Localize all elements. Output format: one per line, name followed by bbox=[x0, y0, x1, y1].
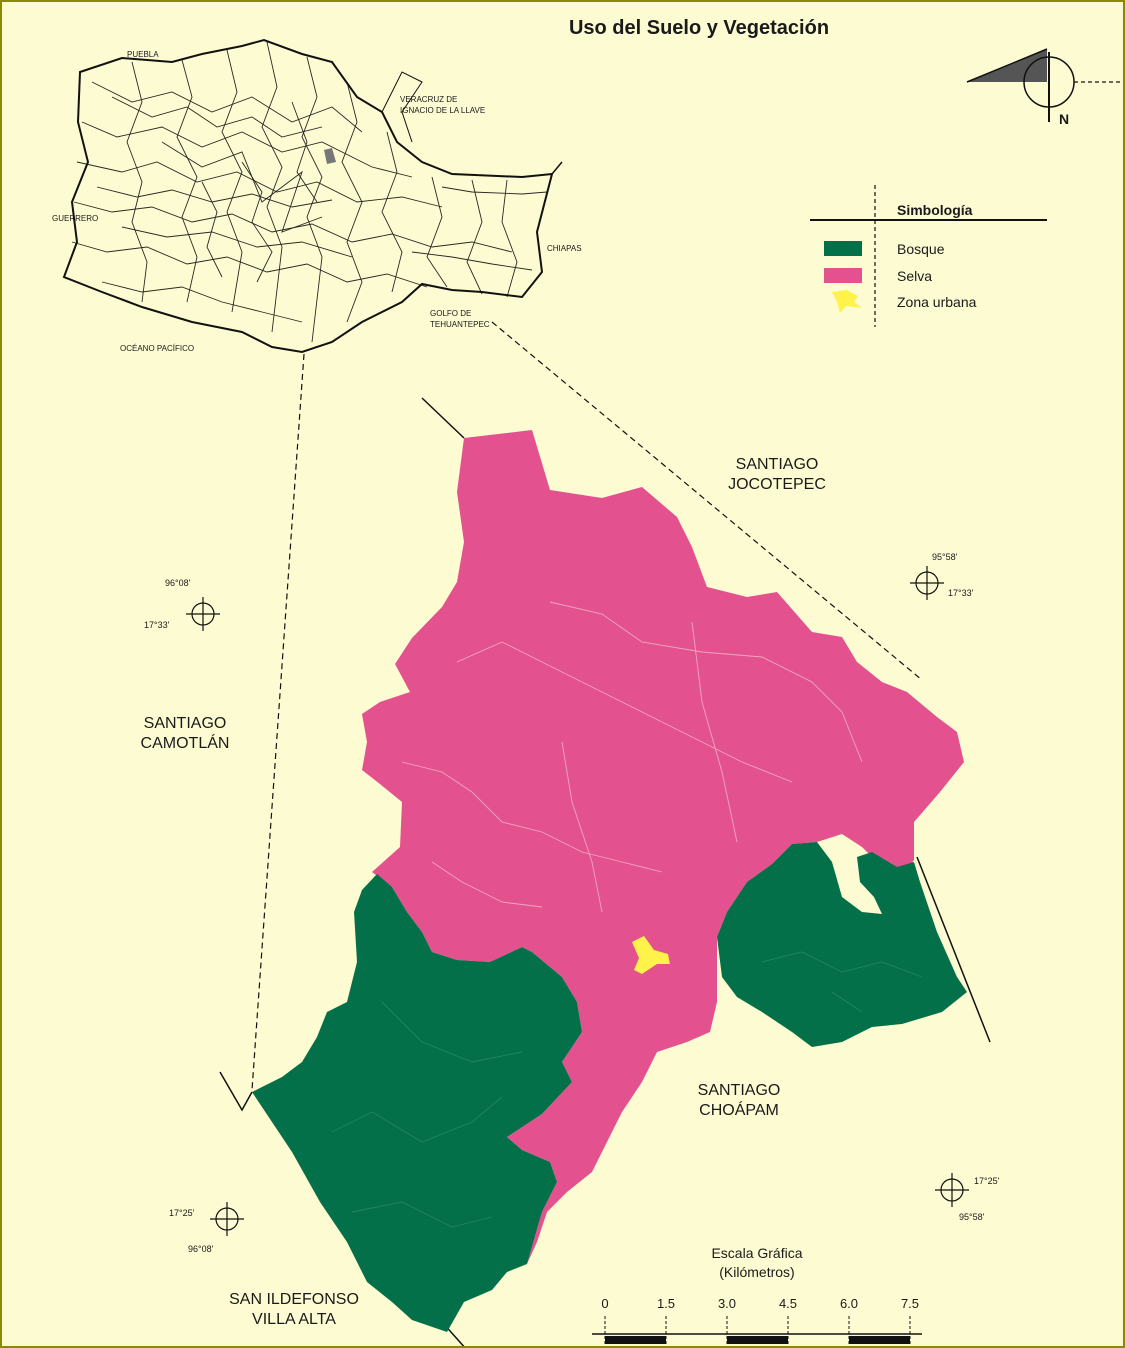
coord-se-lon: 95°58' bbox=[959, 1212, 985, 1222]
legend bbox=[810, 185, 1047, 327]
coord-ne-lon: 95°58' bbox=[932, 552, 958, 562]
neighbor-ildefonso-line1: SAN ILDEFONSO bbox=[229, 1291, 359, 1308]
crosshair-sw-icon bbox=[210, 1202, 244, 1236]
inset-label-puebla: PUEBLA bbox=[127, 50, 159, 59]
zona-urbana-area bbox=[632, 936, 670, 974]
scale-tick-label: 6.0 bbox=[840, 1296, 858, 1311]
scale-unit: (Kilómetros) bbox=[719, 1264, 794, 1280]
municipality-highlight bbox=[324, 148, 336, 164]
scale-tick-label: 3.0 bbox=[718, 1296, 736, 1311]
coord-nw-lat: 17°33' bbox=[144, 620, 170, 630]
neighbor-camotlan-line1: SANTIAGO bbox=[144, 715, 227, 732]
scale-title: Escala Gráfica bbox=[711, 1245, 802, 1261]
municipality-map bbox=[219, 397, 991, 1346]
legend-swatch-selva bbox=[824, 268, 862, 283]
neighbor-ildefonso-line2: VILLA ALTA bbox=[252, 1311, 336, 1328]
bosque-area-east bbox=[717, 842, 967, 1047]
inset-label-oceano: OCÉANO PACÍFICO bbox=[120, 344, 194, 353]
coord-nw-lon: 96°08' bbox=[165, 578, 191, 588]
inset-label-veracruz-1: VERACRUZ DE bbox=[400, 95, 457, 104]
selva-area bbox=[362, 430, 964, 1264]
state-inset-map bbox=[62, 38, 563, 354]
crosshair-se-icon bbox=[935, 1173, 969, 1207]
scale-ticks: 0 1.5 3.0 4.5 6.0 7.5 bbox=[601, 1296, 919, 1311]
coord-sw-lon: 96°08' bbox=[188, 1244, 214, 1254]
coord-ne-lat: 17°33' bbox=[948, 588, 974, 598]
zoom-leader-lines bbox=[251, 321, 923, 1091]
neighbor-jocotepec-line1: SANTIAGO bbox=[736, 456, 819, 473]
neighbor-choapam-line2: CHOÁPAM bbox=[699, 1100, 779, 1119]
scale-bar bbox=[592, 1316, 922, 1344]
legend-swatch-urbana bbox=[832, 290, 862, 313]
legend-label-urbana: Zona urbana bbox=[897, 294, 977, 310]
neighbor-choapam-line1: SANTIAGO bbox=[698, 1082, 781, 1099]
legend-swatch-bosque bbox=[824, 241, 862, 256]
north-label: N bbox=[1059, 111, 1069, 127]
scale-tick-label: 0 bbox=[601, 1296, 608, 1311]
neighbor-camotlan-line2: CAMOTLÁN bbox=[141, 733, 230, 752]
map-title: Uso del Suelo y Vegetación bbox=[569, 17, 829, 39]
crosshair-nw-icon bbox=[186, 597, 220, 631]
inset-label-golfo-1: GOLFO DE bbox=[430, 309, 471, 318]
neighbor-jocotepec-line2: JOCOTEPEC bbox=[728, 476, 826, 493]
legend-label-selva: Selva bbox=[897, 268, 932, 284]
coord-sw-lat: 17°25' bbox=[169, 1208, 195, 1218]
inset-label-chiapas: CHIAPAS bbox=[547, 244, 582, 253]
inset-label-veracruz-2: IGNACIO DE LA LLAVE bbox=[400, 106, 485, 115]
legend-label-bosque: Bosque bbox=[897, 241, 945, 257]
north-arrow-icon bbox=[966, 48, 1123, 122]
coord-se-lat: 17°25' bbox=[974, 1176, 1000, 1186]
inset-label-guerrero: GUERRERO bbox=[52, 214, 98, 223]
bosque-area-west bbox=[252, 874, 582, 1332]
scale-tick-label: 4.5 bbox=[779, 1296, 797, 1311]
inset-label-golfo-2: TEHUANTEPEC bbox=[430, 320, 490, 329]
crosshair-ne-icon bbox=[910, 566, 944, 600]
legend-title: Simbología bbox=[897, 202, 973, 218]
scale-tick-label: 1.5 bbox=[657, 1296, 675, 1311]
scale-tick-label: 7.5 bbox=[901, 1296, 919, 1311]
